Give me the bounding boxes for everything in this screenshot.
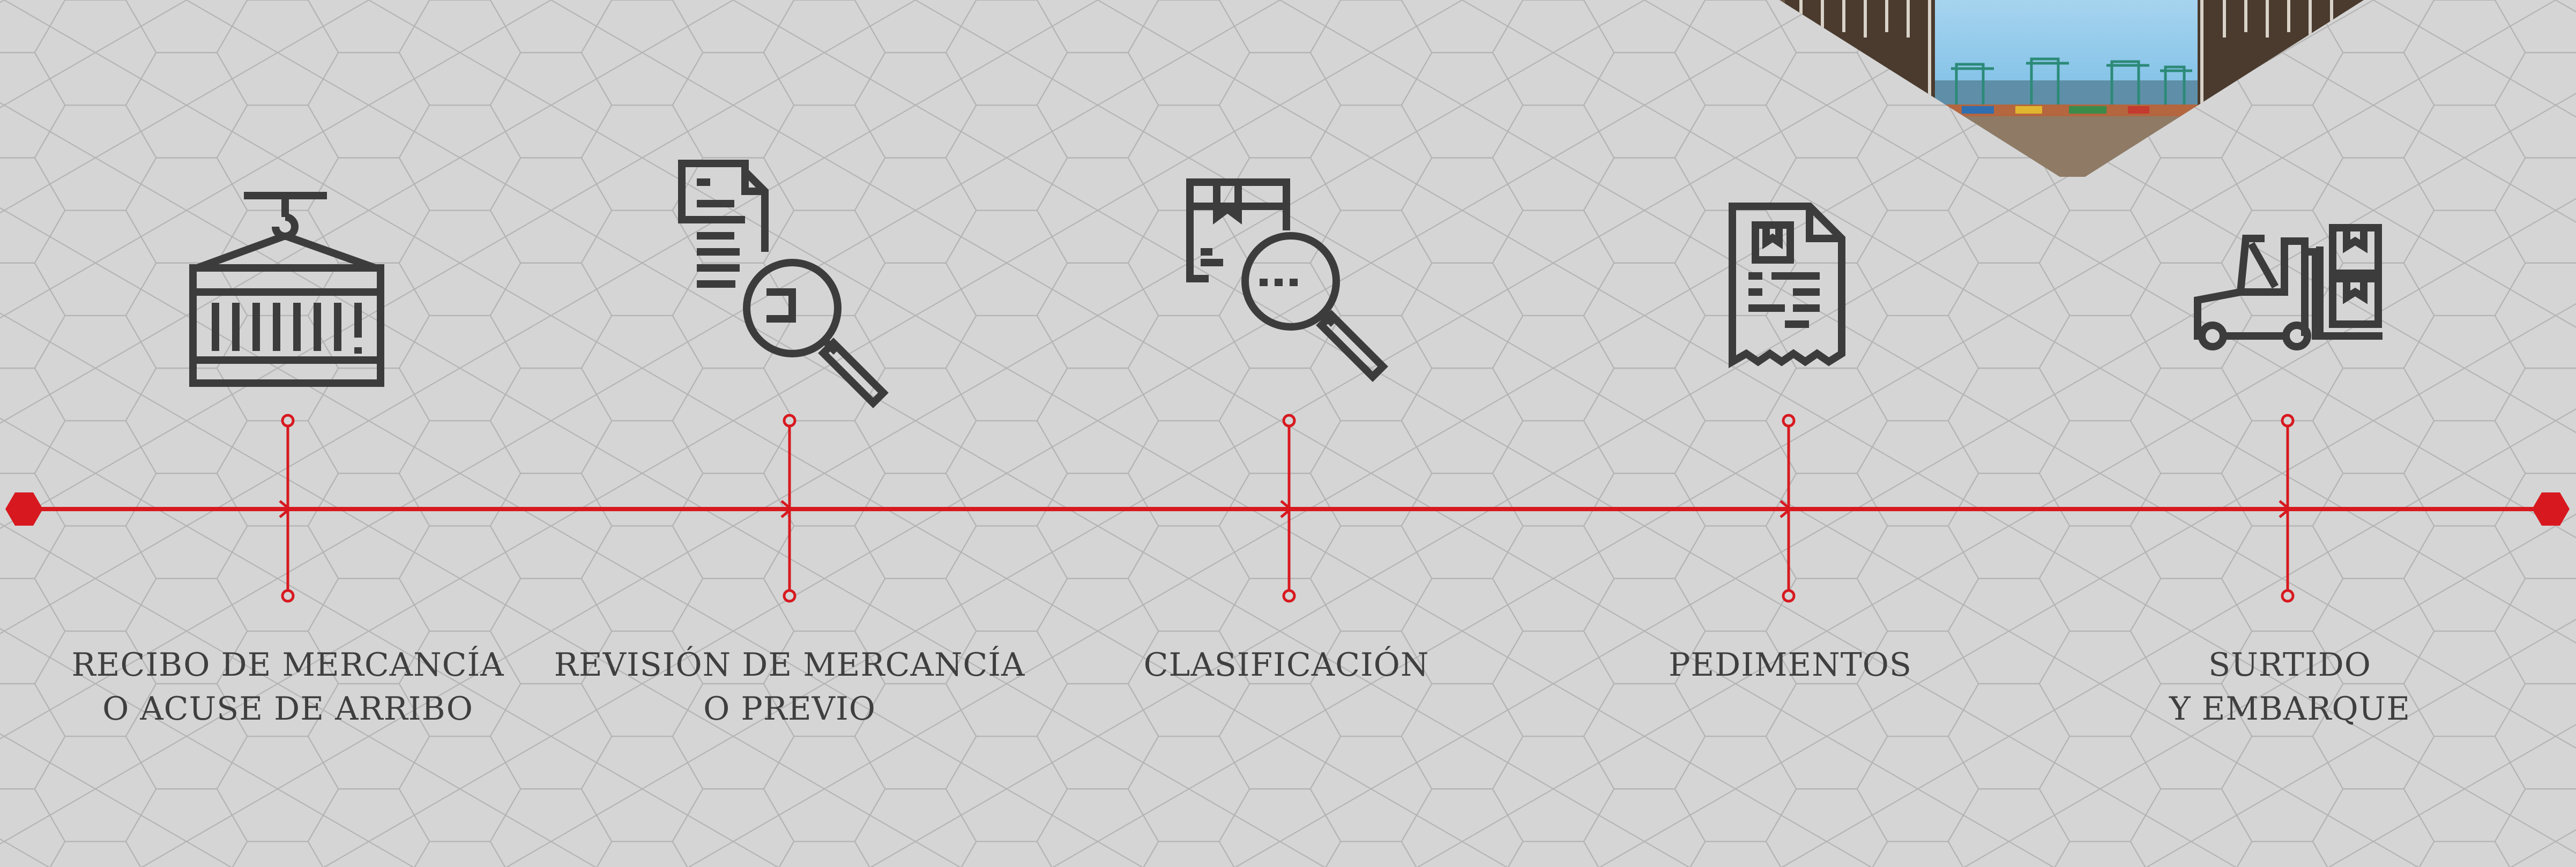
step-label-5-line2: Y EMBARQUE xyxy=(2169,690,2411,728)
timeline-tick-5 xyxy=(2279,414,2295,603)
step-label-5: SURTIDO Y EMBARQUE xyxy=(2022,643,2558,731)
step-label-4-line1: PEDIMENTOS xyxy=(1668,646,1912,684)
package-search-icon xyxy=(1186,178,1388,382)
timeline-tick-1 xyxy=(279,414,295,603)
step-label-1-line2: O ACUSE DE ARRIBO xyxy=(102,690,473,728)
step-label-2-line1: REVISIÓN DE MERCANCÍA xyxy=(554,646,1025,684)
step-label-3-line1: CLASIFICACIÓN xyxy=(1143,646,1430,684)
step-label-5-line1: SURTIDO xyxy=(2208,646,2371,684)
step-label-2-line2: O PREVIO xyxy=(703,690,876,728)
timeline-start-marker xyxy=(5,492,43,526)
document-search-icon xyxy=(678,160,889,408)
timeline-tick-3 xyxy=(1280,414,1296,603)
timeline-end-marker xyxy=(2532,492,2570,526)
step-label-1-line1: RECIBO DE MERCANCÍA xyxy=(71,646,504,684)
receipt-document-icon xyxy=(1729,203,1845,369)
shipping-container-icon xyxy=(189,192,384,387)
step-label-3: CLASIFICACIÓN xyxy=(1018,643,1554,687)
step-label-2: REVISIÓN DE MERCANCÍA O PREVIO xyxy=(522,643,1058,731)
timeline xyxy=(5,414,2570,603)
timeline-tick-2 xyxy=(780,414,796,603)
step-label-4: PEDIMENTOS xyxy=(1522,643,2058,687)
forklift-icon xyxy=(2194,224,2383,350)
timeline-tick-4 xyxy=(1780,414,1796,603)
step-label-1: RECIBO DE MERCANCÍA O ACUSE DE ARRIBO xyxy=(20,643,556,731)
